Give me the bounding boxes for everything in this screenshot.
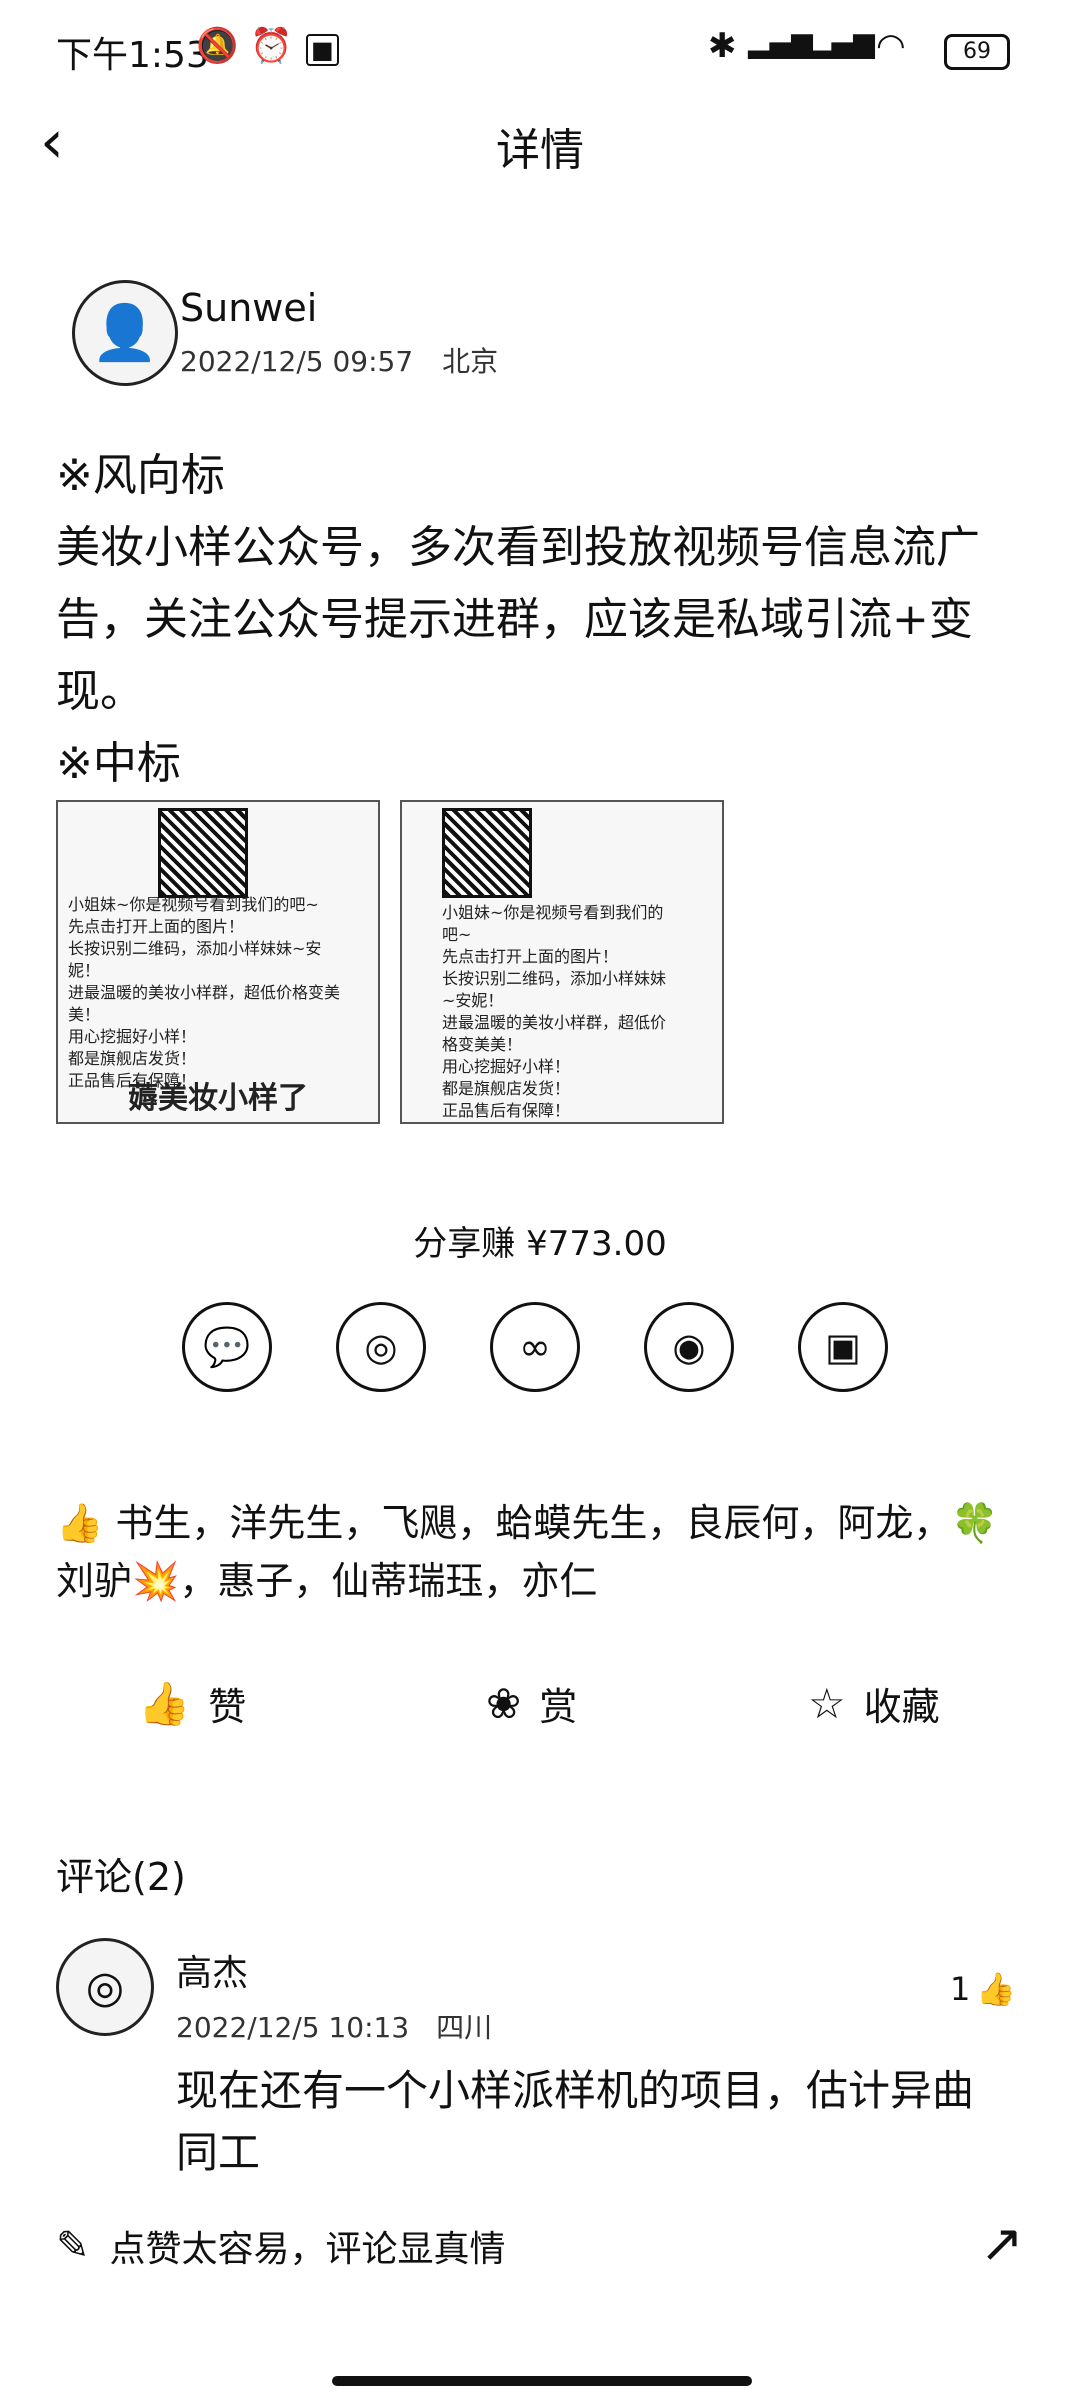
- post-meta: 2022/12/5 09:57 北京: [180, 340, 518, 380]
- post-content: ※风向标 美妆小样公众号，多次看到投放视频号信息流广告，关注公众号提示进群，应该…: [56, 440, 1016, 800]
- comment-avatar[interactable]: ◎: [56, 1938, 154, 2036]
- share-image-button[interactable]: ▣: [798, 1302, 888, 1392]
- status-bar: 下午1:53 🔕 ⏰ ■ ✱ ▂▄▆ ▂▄▆ ◠ 69: [0, 0, 1080, 100]
- moments-icon: ◎: [364, 1325, 398, 1369]
- star-icon: ☆: [808, 1679, 846, 1728]
- signal-hd-icon: ▂▄▆: [810, 26, 875, 59]
- comment-location: 四川: [436, 2011, 493, 2044]
- thumbs-up-icon: 👍: [56, 1501, 104, 1545]
- share-link-button[interactable]: ∞: [490, 1302, 580, 1392]
- share-button[interactable]: ↗: [980, 2214, 1024, 2274]
- comment-like-button[interactable]: 1 👍: [950, 1970, 1016, 2008]
- post-date: 2022/12/5 09:57: [180, 345, 414, 378]
- battery-level: 69: [963, 39, 991, 64]
- likes-names[interactable]: 书生，洋先生，飞飓，蛤蟆先生，良辰何，阿龙，🍀刘驴💥，惠子，仙蒂瑞珏，亦仁: [56, 1501, 999, 1603]
- battery-icon: 69: [944, 34, 1010, 70]
- pencil-icon: ✎: [56, 2223, 90, 2269]
- qr-code-icon: [442, 808, 532, 898]
- share-wechat-button[interactable]: 💬: [182, 1302, 272, 1392]
- post-location: 北京: [442, 345, 499, 378]
- author-name[interactable]: Sunwei: [180, 286, 318, 330]
- share-arrow-icon: ↗: [980, 2214, 1024, 2274]
- wechat-icon: 💬: [203, 1324, 251, 1369]
- reward-button[interactable]: ❀ 赏: [486, 1676, 577, 1731]
- comment-text: 现在还有一个小样派样机的项目，估计异曲同工: [176, 2066, 975, 2177]
- comment-meta: 2022/12/5 10:13 四川: [176, 2006, 510, 2046]
- mute-icon: 🔕: [196, 26, 239, 66]
- post-image[interactable]: 小姐妹~你是视频号看到我们的吧~ 先点击打开上面的图片！ 长按识别二维码，添加小…: [56, 800, 380, 1124]
- post-paragraph: ※中标: [56, 738, 181, 789]
- bluetooth-icon: ✱: [708, 26, 737, 66]
- weibo-icon: ◉: [672, 1325, 706, 1369]
- share-moments-button[interactable]: ◎: [336, 1302, 426, 1392]
- post-paragraph: 美妆小样公众号，多次看到投放视频号信息流广告，关注公众号提示进群，应该是私域引流…: [56, 522, 980, 717]
- share-weibo-button[interactable]: ◉: [644, 1302, 734, 1392]
- image-banner: 薅美妆小样了: [128, 1081, 308, 1116]
- reward-label: 赏: [539, 1685, 578, 1729]
- thumbs-up-icon: 👍: [138, 1678, 191, 1728]
- post-paragraph: ※风向标: [56, 450, 225, 501]
- comment-author[interactable]: 高杰: [176, 1953, 249, 1994]
- lotus-icon: ❀: [486, 1679, 522, 1728]
- comments-title: 评论(2): [56, 1855, 186, 1899]
- comment-placeholder: 点赞太容易，评论显真情: [109, 2229, 506, 2270]
- comment-like-count: 1: [950, 1970, 971, 2008]
- page-title: 详情: [496, 125, 584, 176]
- favorite-label: 收藏: [863, 1685, 940, 1729]
- favorite-button[interactable]: ☆ 收藏: [808, 1676, 940, 1731]
- share-earn-label: 分享赚 ¥773.00: [413, 1224, 667, 1264]
- like-label: 赞: [208, 1685, 247, 1729]
- image-text: 小姐妹~你是视频号看到我们的吧~ 先点击打开上面的图片！ 长按识别二维码，添加小…: [68, 895, 341, 1090]
- like-button[interactable]: 👍 赞: [138, 1676, 246, 1731]
- comment-input[interactable]: ✎ 点赞太容易，评论显真情: [56, 2220, 506, 2272]
- post-image[interactable]: 小姐妹~你是视频号看到我们的吧~ 先点击打开上面的图片！ 长按识别二维码，添加小…: [400, 800, 724, 1124]
- app-icon: ■: [306, 34, 339, 66]
- image-text: 小姐妹~你是视频号看到我们的吧~ 先点击打开上面的图片！ 长按识别二维码，添加小…: [442, 903, 667, 1120]
- wifi-icon: ◠: [876, 26, 906, 66]
- image-icon: ▣: [825, 1325, 861, 1369]
- avatar-icon: 👤: [91, 301, 159, 364]
- qr-code-icon: [158, 808, 248, 898]
- link-icon: ∞: [519, 1325, 551, 1369]
- thumbs-up-icon: 👍: [976, 1970, 1017, 2008]
- signal-hd-icon: ▂▄▆: [748, 26, 813, 59]
- chevron-left-icon: ‹: [40, 107, 64, 177]
- avatar-icon: ◎: [85, 1961, 125, 2013]
- status-time: 下午1:53: [56, 35, 209, 76]
- home-indicator[interactable]: [332, 2376, 752, 2386]
- avatar[interactable]: 👤: [72, 280, 178, 386]
- likes-list: 👍 书生，洋先生，飞飓，蛤蟆先生，良辰何，阿龙，🍀刘驴💥，惠子，仙蒂瑞珏，亦仁: [56, 1494, 1036, 1610]
- back-button[interactable]: ‹: [40, 112, 64, 172]
- alarm-icon: ⏰: [250, 26, 293, 66]
- comment-date: 2022/12/5 10:13: [176, 2011, 410, 2044]
